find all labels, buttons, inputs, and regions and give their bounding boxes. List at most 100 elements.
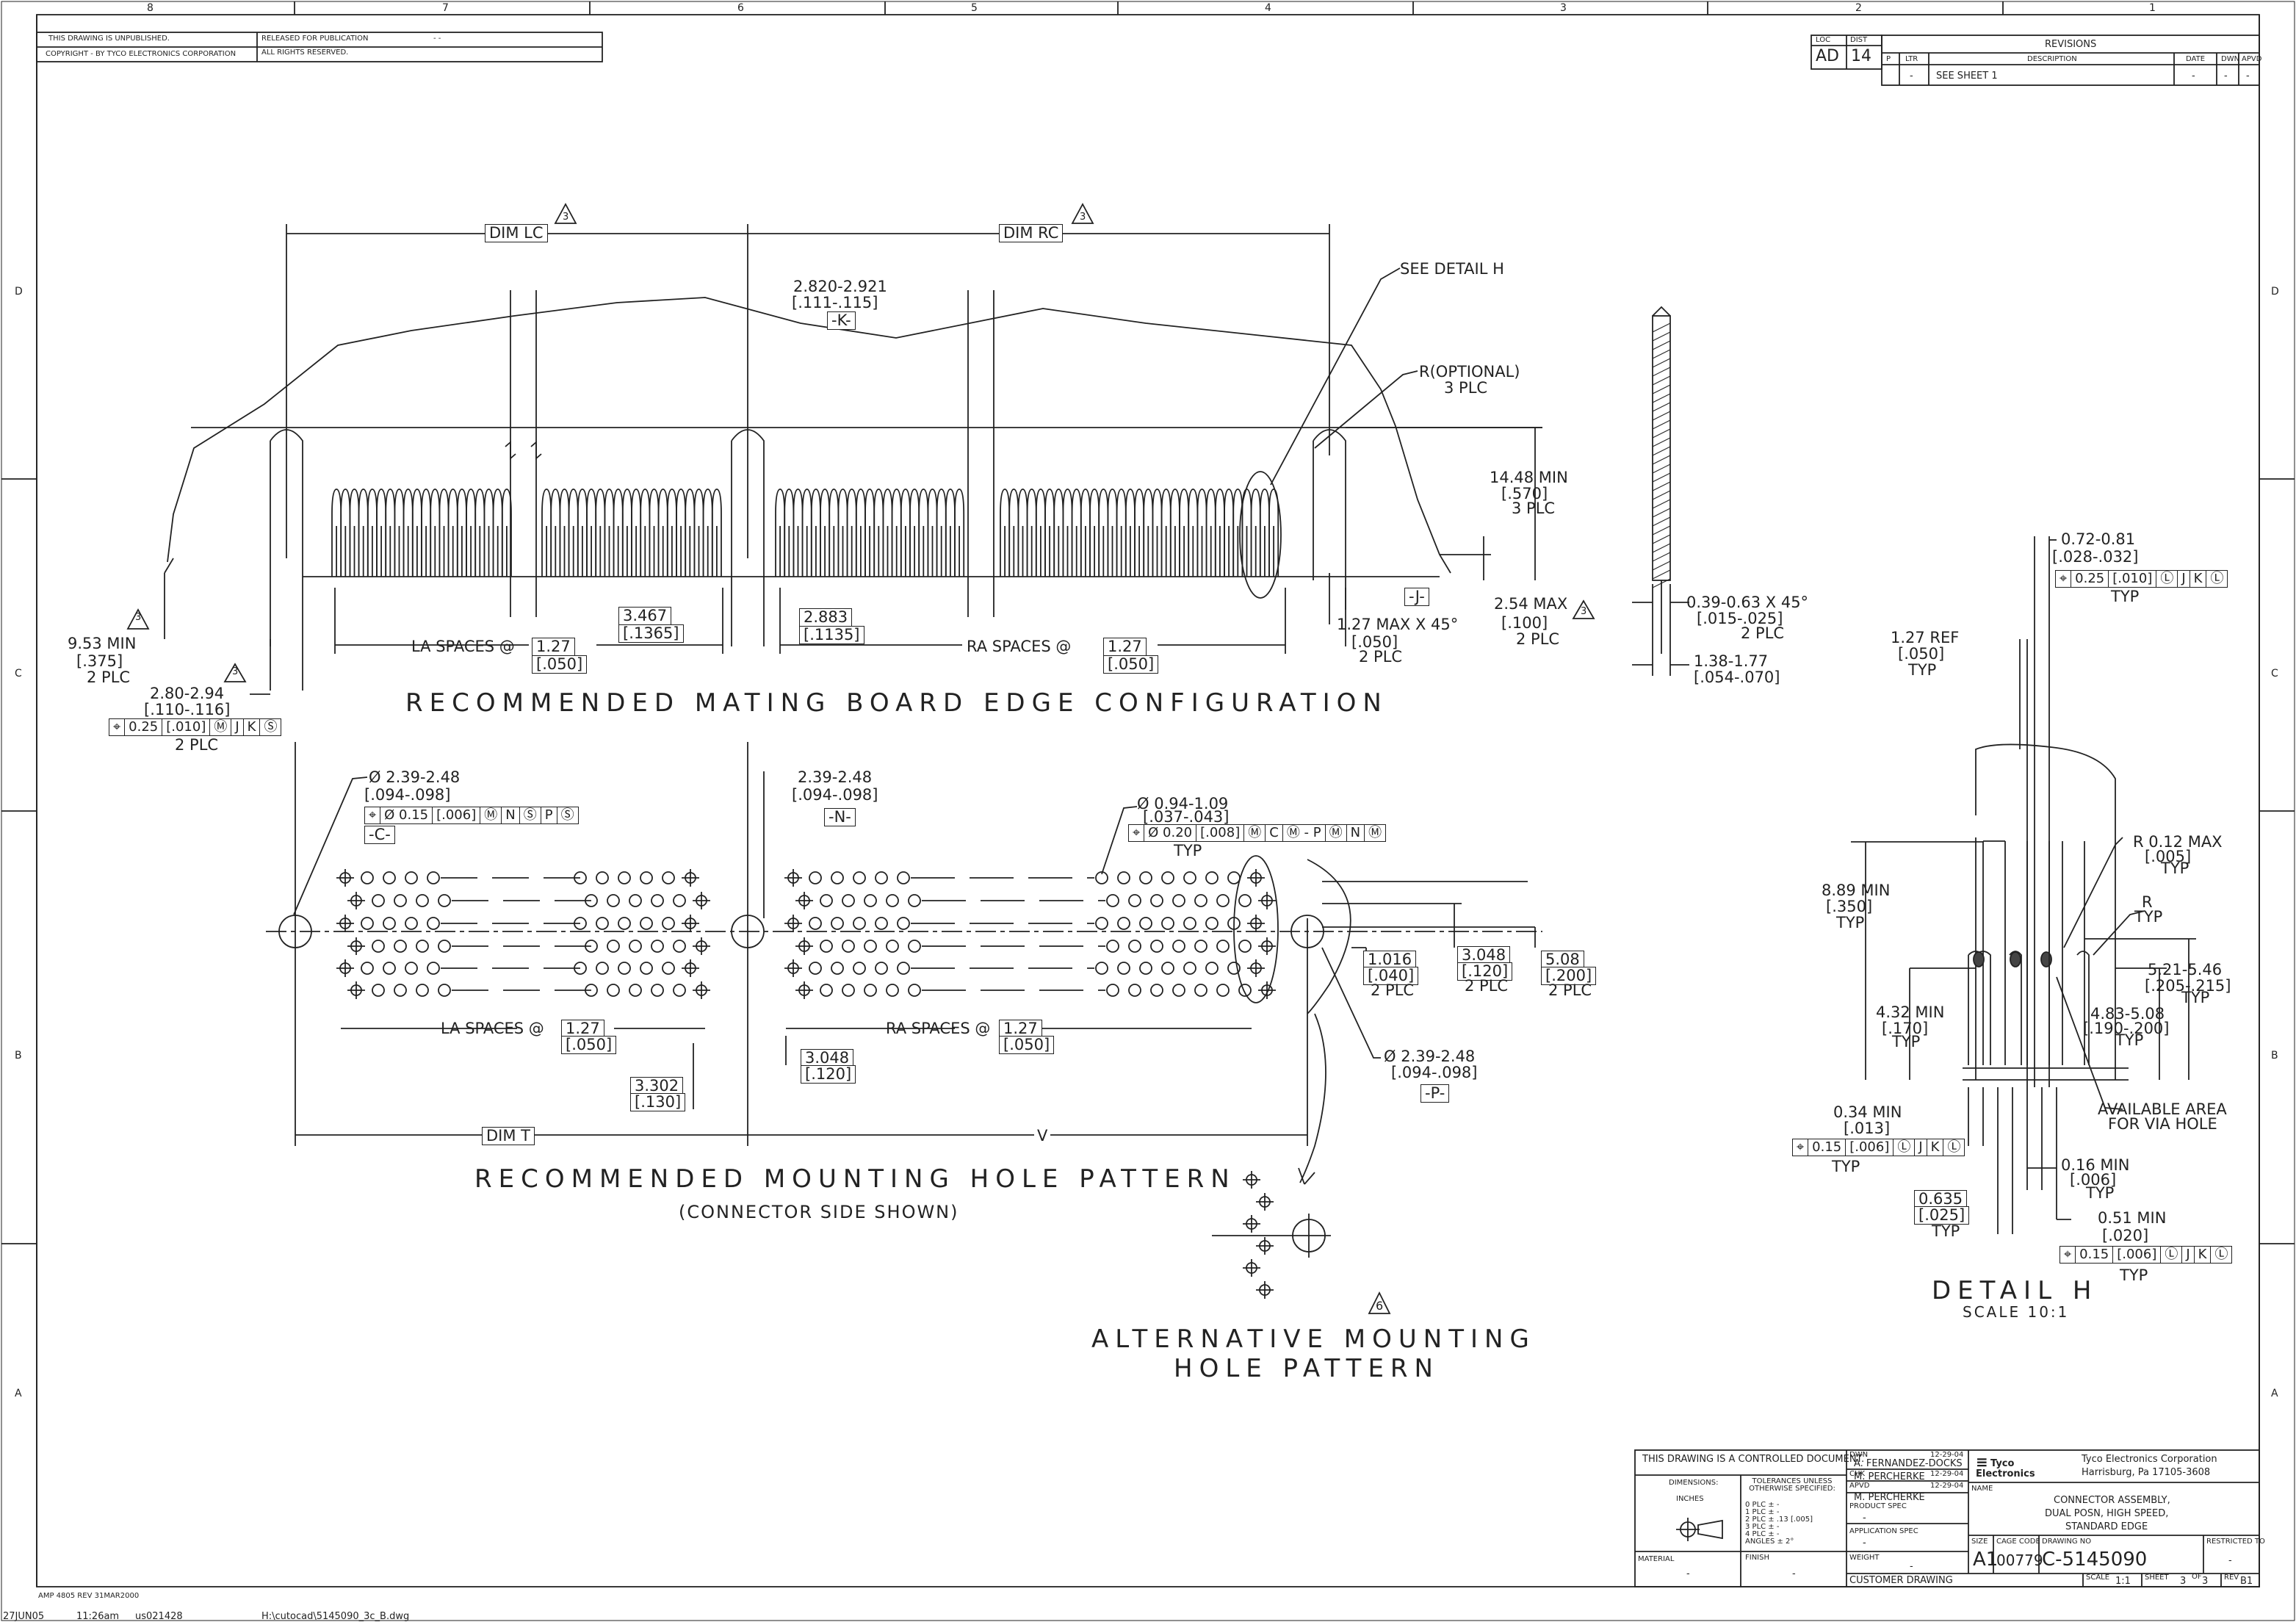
mounting-hole [875, 871, 888, 884]
tb-name-2: DUAL POSN, HIGH SPEED, [2045, 1508, 2169, 1519]
fcf-cell: Ⓜ [480, 807, 502, 823]
zone-col-1: 1 [2149, 2, 2156, 14]
tb-logo-1: Tyco [1990, 1458, 2015, 1469]
fcf-cell: N [1347, 825, 1365, 841]
hatch-line [1652, 446, 1671, 456]
zone-row-A-R: A [2271, 1388, 2278, 1399]
min-953-plc: 2 PLC [87, 668, 131, 686]
hole-crosshair [1258, 981, 1276, 999]
tb-size-label: SIZE [1971, 1538, 1988, 1546]
mounting-hole [1216, 940, 1230, 953]
hole-dia-in: [.037-.043] [1143, 808, 1230, 826]
dh-521-in: [.205-.215] [2145, 977, 2231, 995]
mounting-hole [596, 917, 609, 930]
fcf-cell: Ⓢ [520, 807, 541, 823]
zone-col-3: 3 [1560, 2, 1567, 14]
dh-051: 0.51 MIN [2098, 1209, 2167, 1227]
hatch-line [1652, 490, 1671, 500]
dh-483: 4.83-5.08 [2090, 1005, 2165, 1023]
alt-title-2: HOLE PATTERN [1174, 1354, 1440, 1383]
dh-051-in: [.020] [2102, 1227, 2149, 1244]
tb-dwn-label: DWN [1849, 1451, 1869, 1459]
mounting-hole [618, 871, 631, 884]
mounting-hole [1161, 917, 1174, 930]
mounting-hole [1150, 940, 1163, 953]
dh-ref-typ: TYP [1908, 661, 1937, 679]
tb-tol-row: 0 PLC ± - [1745, 1501, 1780, 1509]
tb-finish-val: - [1792, 1568, 1796, 1579]
fcf-cell: [.006] [1846, 1139, 1894, 1156]
ra-pitch-mm: 1.27 [1103, 638, 1147, 656]
mounting-hole [886, 984, 899, 997]
tb-tolerances: TOLERANCES UNLESS OTHERWISE SPECIFIED: [1749, 1477, 1835, 1493]
r2-mm: 3.048 [1457, 946, 1511, 965]
b1-in: [.120] [801, 1065, 856, 1084]
alt-hole-crosshair [1256, 1193, 1274, 1211]
mounting-hole [383, 917, 396, 930]
mounting-hole [640, 917, 653, 930]
hatch-line [1652, 552, 1671, 562]
alternative-hole-pattern [1243, 1171, 1274, 1299]
dh-483-in: [.190-.200] [2083, 1020, 2170, 1037]
r2-plc: 2 PLC [1465, 977, 1509, 995]
side-thickness-in: [.054-.070] [1694, 668, 1780, 686]
detail-h-scale: SCALE 10:1 [1963, 1303, 2070, 1321]
alt-hole-crosshair [1243, 1215, 1260, 1233]
mounting-hole [1238, 894, 1252, 907]
mounting-hole [875, 917, 888, 930]
mounting-hole [361, 962, 374, 975]
mounting-hole [864, 940, 877, 953]
b2-in: [.130] [630, 1093, 686, 1111]
side-chamfer-plc: 2 PLC [1741, 624, 1785, 642]
mounting-hole [427, 962, 440, 975]
mounting-hole [864, 894, 877, 907]
mounting-hole [629, 984, 642, 997]
zone-col-4: 4 [1265, 2, 1271, 14]
fcf-cell: J [2182, 1247, 2195, 1263]
note-3-e: 3 [232, 666, 239, 677]
mh-ra-pitch-in: [.050] [999, 1036, 1055, 1054]
mounting-hole [1117, 917, 1130, 930]
r3-in: [.200] [1541, 967, 1597, 985]
mounting-hole [1161, 962, 1174, 975]
dh-483-typ: TYP [2115, 1031, 2144, 1049]
mounting-hole [831, 917, 844, 930]
mounting-hole [1183, 917, 1196, 930]
hatch-line [1652, 464, 1671, 474]
tb-dwn-date: 12-29-04 [1930, 1451, 1964, 1459]
tb-product-spec: PRODUCT SPEC [1849, 1502, 1907, 1510]
mounting-hole [1128, 894, 1141, 907]
tb-company-1: Tyco Electronics Corporation [2082, 1454, 2217, 1465]
rights-note: ALL RIGHTS RESERVED. [261, 48, 349, 57]
mounting-hole [1238, 940, 1252, 953]
mounting-hole [1172, 940, 1185, 953]
tb-scale-val: 1:1 [2115, 1576, 2131, 1587]
hatch-line [1652, 411, 1671, 421]
mounting-hole [629, 894, 642, 907]
hole-crosshair [347, 981, 365, 999]
tb-material-val: - [1686, 1568, 1690, 1579]
hatch-line [1652, 322, 1671, 333]
dh-016-in: [.006] [2070, 1171, 2117, 1189]
width-in: [.110-.116] [144, 701, 231, 718]
tb-finish: FINISH [1745, 1554, 1769, 1562]
fcf-cell: ⌖ [2056, 571, 2072, 587]
note-3-d: 3 [135, 612, 142, 623]
tb-chk-date: 12-29-04 [1930, 1470, 1964, 1478]
mounting-hole [673, 940, 686, 953]
hole-crosshair [336, 869, 354, 887]
fcf-cell: Ⓜ [1244, 825, 1266, 841]
contact-fingers-left [331, 489, 722, 577]
min-953-in: [.375] [76, 652, 123, 670]
mounting-hole [629, 940, 642, 953]
mounting-hole [618, 917, 631, 930]
mounting-hole [361, 917, 374, 930]
mounting-hole [607, 984, 620, 997]
mounting-hole [662, 917, 675, 930]
datum-j: -J- [1404, 588, 1429, 606]
mounting-hole [908, 940, 921, 953]
dh-c-typ: TYP [2120, 1266, 2148, 1284]
copyright-note: COPYRIGHT - BY TYCO ELECTRONICS CORPORAT… [46, 50, 237, 58]
loc-label: LOC [1816, 36, 1831, 44]
mounting-hole [405, 871, 418, 884]
